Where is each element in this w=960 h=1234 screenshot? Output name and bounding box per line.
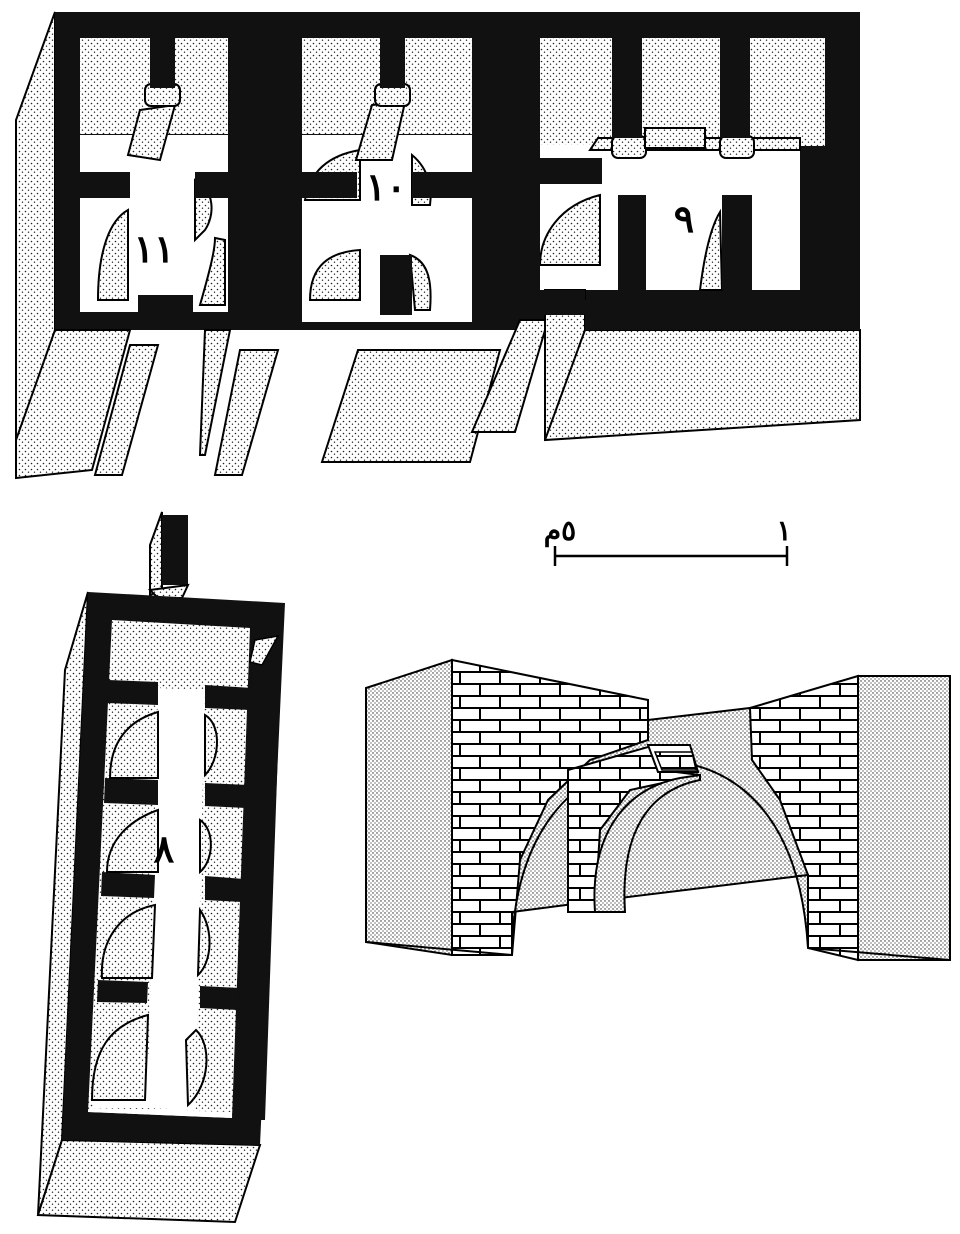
room-8-corridor — [148, 688, 205, 1110]
top-building-plan: ١١ ١٠ ٩ — [15, 11, 861, 480]
scale-right-label: ١ — [776, 514, 791, 547]
right-pier-side — [857, 675, 951, 961]
room-9-label: ٩ — [674, 196, 694, 241]
room-10-label: ١٠ — [366, 164, 407, 209]
left-brick-wall — [451, 658, 649, 956]
scale-left-label: ٥م — [544, 514, 576, 548]
room-8-label: ٨ — [154, 826, 175, 871]
scale-bar: ٥م ١ — [544, 514, 792, 566]
room-11-label: ١١ — [134, 226, 175, 271]
arch-elevation — [365, 658, 951, 962]
room-9-front-block — [544, 329, 861, 442]
left-pier-side — [365, 658, 453, 957]
left-building-plan: ٨ — [36, 511, 285, 1224]
